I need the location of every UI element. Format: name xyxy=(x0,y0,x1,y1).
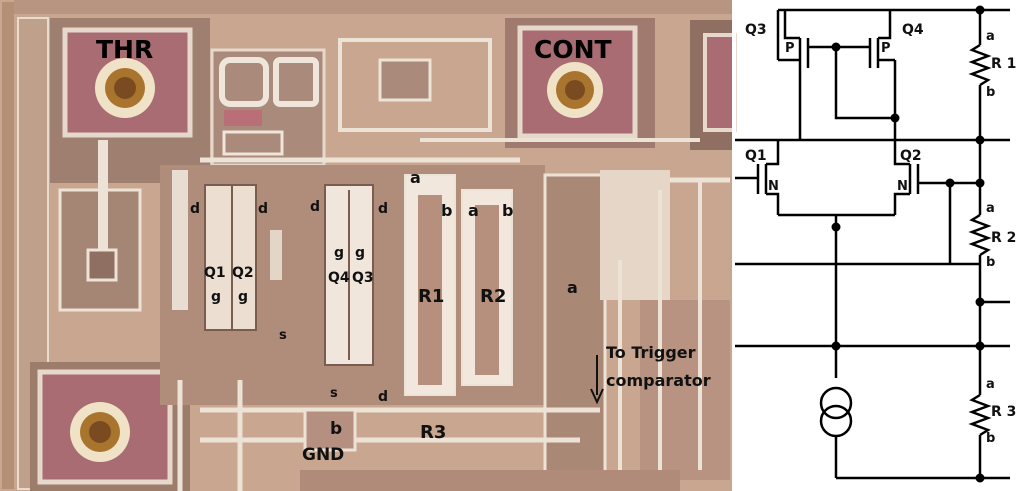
label-gnd: GND xyxy=(302,445,344,465)
label-sch-q3: Q3 xyxy=(745,22,767,38)
label-r3: R3 xyxy=(420,422,446,443)
label-r2: R2 xyxy=(480,286,506,307)
label-q4-gate: g xyxy=(334,245,344,261)
label-sch-q4: Q4 xyxy=(902,22,924,38)
label-lower-drain: d xyxy=(378,389,388,405)
q2-gate-strip xyxy=(231,184,257,331)
label-q2: Q2 xyxy=(232,265,254,281)
label-sch-q2: Q2 xyxy=(900,148,922,164)
schematic-labels: Q3 Q4 P P Q1 Q2 N N a R 1 b a R 2 b a R … xyxy=(745,22,1016,446)
trigger-arrow-head xyxy=(590,388,604,405)
die-edge-top xyxy=(14,0,732,14)
die-photo: THR CONT GND R1 R2 R3 Q1 Q2 Q4 Q3 g g g … xyxy=(0,0,737,491)
label-q1: Q1 xyxy=(204,265,226,281)
current-source-top xyxy=(819,386,853,420)
label-sch-r3-b: b xyxy=(986,431,995,446)
die-edge-left xyxy=(2,2,14,489)
resistor-r3 xyxy=(968,393,992,437)
label-source-upper: s xyxy=(279,328,287,343)
label-sch-q1: Q1 xyxy=(745,148,767,164)
label-q4-type: P xyxy=(881,41,891,56)
label-r3-a: a xyxy=(567,278,578,297)
label-sch-r1: R 1 xyxy=(991,56,1016,72)
label-r2-a: a xyxy=(468,201,479,220)
label-trigger-line1: To Trigger xyxy=(606,343,696,362)
resistor-r2 xyxy=(968,213,992,257)
label-r1-b: b xyxy=(441,201,452,220)
label-q1-type: N xyxy=(768,179,779,194)
current-source-bottom xyxy=(819,404,853,438)
label-q4: Q4 xyxy=(328,270,350,286)
label-sch-r3: R 3 xyxy=(991,404,1016,420)
label-q2-type: N xyxy=(897,179,908,194)
pad-right-partial xyxy=(703,33,737,132)
label-sch-r3-a: a xyxy=(986,377,995,392)
label-sch-r2-a: a xyxy=(986,201,995,216)
label-thr: THR xyxy=(96,35,153,64)
label-q3-type: P xyxy=(785,41,795,56)
label-sch-r2: R 2 xyxy=(991,230,1016,246)
label-q2-drain: d xyxy=(258,201,268,217)
label-r1-a: a xyxy=(410,168,421,187)
schematic xyxy=(735,8,1010,480)
label-sch-r1-b: b xyxy=(986,85,995,100)
label-r1: R1 xyxy=(418,286,444,307)
q1-gate-strip xyxy=(204,184,234,331)
resistor-r1 xyxy=(968,43,992,87)
label-sch-r1-a: a xyxy=(986,29,995,44)
label-sch-r2-b: b xyxy=(986,255,995,270)
label-q3-gate: g xyxy=(355,245,365,261)
label-trigger-line2: comparator xyxy=(606,371,711,390)
label-q3-drain: d xyxy=(378,201,388,217)
label-q2-gate: g xyxy=(238,289,248,305)
label-q1-gate: g xyxy=(211,289,221,305)
label-q1-drain: d xyxy=(190,201,200,217)
label-q4-drain: d xyxy=(310,199,320,215)
junction-dots xyxy=(831,5,985,483)
panel-divider xyxy=(732,0,736,491)
label-source-lower: s xyxy=(330,386,338,401)
label-r2-b: b xyxy=(502,201,513,220)
label-cont: CONT xyxy=(534,35,612,64)
label-q3: Q3 xyxy=(352,270,374,286)
label-r3-b: b xyxy=(330,419,342,439)
